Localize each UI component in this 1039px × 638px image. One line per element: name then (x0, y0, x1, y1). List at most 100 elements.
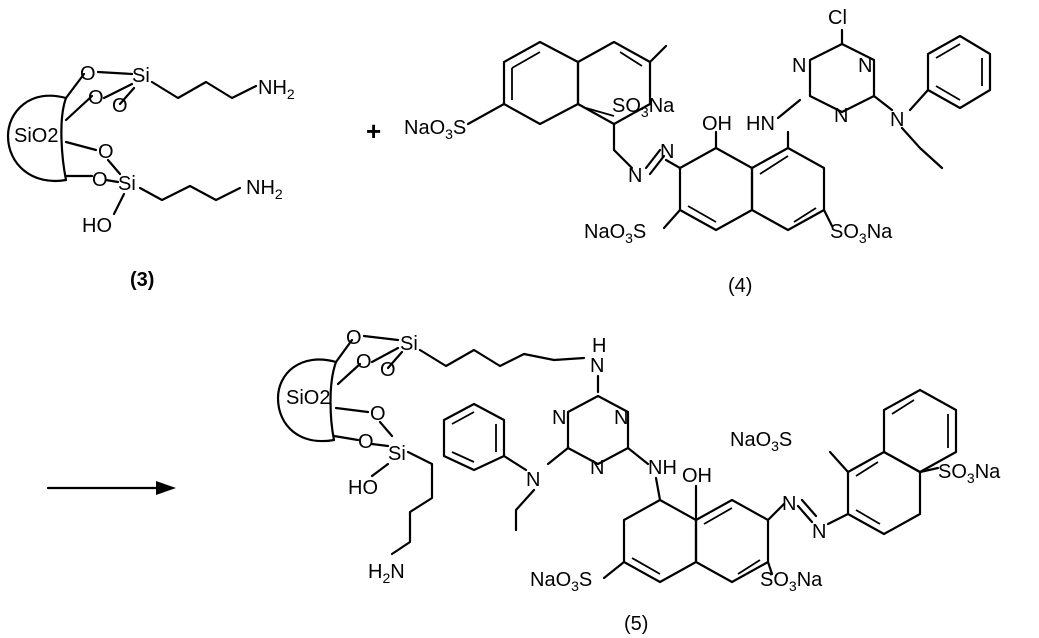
triazine-nitrogen: N (858, 55, 872, 77)
bond (364, 336, 398, 340)
bond (108, 160, 120, 174)
bond (656, 478, 660, 500)
oxygen-atom: O (358, 431, 374, 453)
double-bond (936, 86, 960, 100)
bond (106, 180, 118, 182)
double-bond (856, 462, 878, 476)
ring (504, 42, 578, 124)
hydroxyl-group: HO (82, 215, 112, 237)
bond (604, 562, 624, 578)
hydroxyl-group: OH (702, 113, 732, 135)
sulfonate-group: NaO3S (584, 221, 646, 246)
aniline-nitrogen: N (526, 469, 540, 491)
double-bond (936, 44, 960, 58)
silicon-atom: Si (118, 173, 136, 195)
hydroxyl-group: HO (348, 477, 378, 499)
triazine-nitrogen: N (614, 407, 628, 429)
ring (624, 500, 696, 582)
silicon-atom: Si (132, 65, 150, 87)
azo-nitrogen: N (628, 165, 642, 187)
double-bond (892, 400, 914, 414)
bond (778, 100, 800, 118)
bond (874, 96, 892, 110)
bond (468, 104, 504, 124)
compound-4: NaO3S SO3Na N N OH NaO3S SO3Na HN N N N … (404, 7, 990, 297)
oxygen-atom: O (88, 87, 104, 109)
ethyl-group (516, 490, 534, 530)
double-bond (704, 508, 732, 524)
amine-h: H (592, 335, 606, 357)
oxygen-atom: O (370, 403, 386, 425)
bond (830, 452, 848, 472)
amine-terminal: H2N (368, 561, 405, 586)
sulfonate-group: SO3Na (760, 569, 823, 594)
bond (114, 194, 124, 214)
oxygen-atom: O (356, 351, 372, 373)
double-bond (620, 52, 642, 66)
silica-label-5: SiO2 (286, 387, 330, 409)
double-bond (632, 558, 660, 574)
bond (504, 456, 526, 470)
silicon-atom: Si (400, 333, 418, 355)
bond (98, 72, 132, 74)
propyl-chain-bottom (140, 186, 240, 200)
oxygen-atom: O (346, 327, 362, 349)
silicon-atom: Si (388, 443, 406, 465)
azo-nitrogen: N (782, 493, 796, 515)
propyl-chain-top (152, 82, 256, 98)
triazine-nitrogen: N (834, 105, 848, 127)
compound-5: SiO2 O O O Si H N O O Si HO H2N N N N N (278, 327, 1001, 635)
sulfonate-group: SO3Na (830, 221, 893, 246)
propyl-linker (420, 350, 584, 366)
reaction-arrow (48, 481, 176, 495)
propyl-chain-bottom (392, 452, 432, 554)
bond (66, 142, 96, 150)
amine-group-top: NH2 (258, 77, 295, 102)
sulfonate-group: SO3Na (612, 95, 675, 120)
amino-link: HN (746, 113, 775, 135)
oxygen-atom: O (98, 141, 114, 163)
amino-link: NH (648, 457, 677, 479)
compound-3: SiO2 O O O Si NH2 O O Si HO NH2 (3) (8, 63, 295, 291)
bond (372, 444, 388, 446)
triazine-nitrogen: N (792, 55, 806, 77)
hydroxyl-group: OH (682, 465, 712, 487)
ring (752, 148, 824, 230)
phenyl-ring (444, 404, 504, 470)
chlorine-atom: Cl (828, 7, 847, 29)
linker-nitrogen: N (590, 355, 604, 377)
bond (910, 90, 928, 110)
compound-label-5: (5) (624, 613, 648, 635)
phenyl-ring (928, 36, 990, 108)
bond (628, 448, 648, 464)
bond (828, 514, 848, 524)
ring (848, 452, 920, 534)
double-bond (760, 156, 788, 174)
triazine-nitrogen: N (590, 457, 604, 479)
ring (696, 500, 768, 582)
sulfonate-group: NaO3S (730, 429, 792, 454)
double-bond (688, 206, 716, 222)
bond (548, 448, 568, 464)
double-bond (856, 510, 880, 524)
bond (372, 464, 388, 476)
ring (884, 390, 956, 472)
ethyl-group (902, 128, 942, 168)
triazine-nitrogen: N (552, 407, 566, 429)
ring (680, 148, 752, 230)
compound-label-3: (3) (130, 269, 154, 291)
amine-group-bottom: NH2 (246, 177, 283, 202)
bond (334, 436, 358, 440)
bond (380, 422, 392, 436)
bond (336, 408, 368, 412)
sulfonate-group: NaO3S (530, 569, 592, 594)
oxygen-atom: O (80, 63, 96, 85)
plus-sign: + (366, 116, 381, 146)
sulfonate-group: NaO3S (404, 117, 466, 142)
compound-label-4: (4) (728, 275, 752, 297)
bond (650, 46, 666, 62)
bond (664, 210, 680, 228)
sulfonate-group: SO3Na (938, 461, 1001, 486)
azo-nitrogen: N (812, 521, 826, 543)
